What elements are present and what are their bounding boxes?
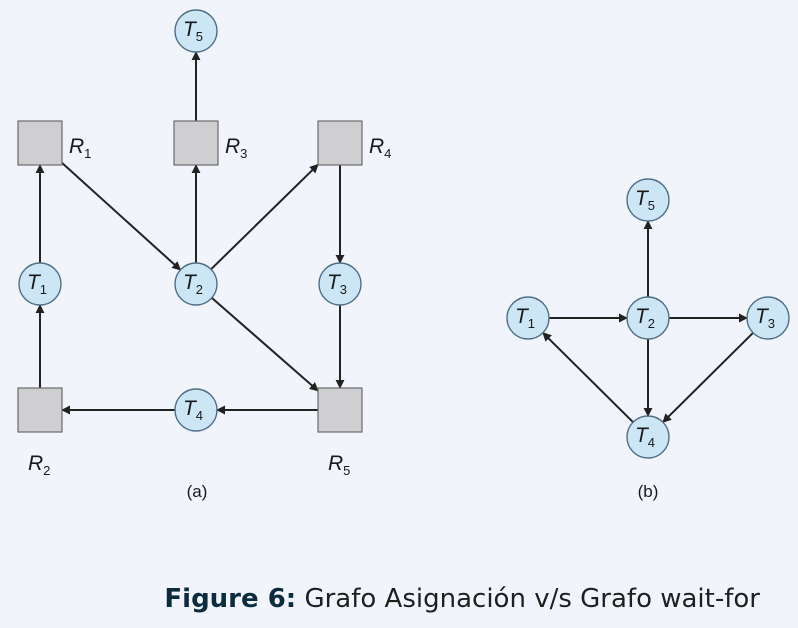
resource-node-r2: R2 <box>17 387 63 478</box>
thread-node-t4: T4 <box>174 388 218 432</box>
node-label-t1: T1 <box>27 271 47 297</box>
edge-r1-to-t2 <box>61 162 182 271</box>
thread-node-t5: T5 <box>174 9 218 53</box>
thread-node-t3: T3 <box>318 262 362 306</box>
node-label-r3: R3 <box>225 135 247 161</box>
resource-node-r5: R5 <box>317 387 363 478</box>
node-label-t3: T3 <box>755 305 775 331</box>
node-label-t2: T2 <box>635 305 655 331</box>
figure-caption-text: Grafo Asignación v/s Grafo wait-for <box>304 584 760 614</box>
panel-label-b: (b) <box>638 482 659 501</box>
edge-t3-to-t4 <box>662 332 754 423</box>
node-label-t4: T4 <box>635 424 655 450</box>
resource-node-r1: R1 <box>17 120 91 166</box>
node-label-r4: R4 <box>369 135 391 161</box>
thread-node-t3: T3 <box>746 296 790 340</box>
figure-caption: Figure 6: Grafo Asignación v/s Grafo wai… <box>0 584 798 614</box>
node-label-t4: T4 <box>183 397 203 423</box>
figure-caption-label: Figure 6: <box>164 584 297 614</box>
resource-node-r3: R3 <box>173 120 247 166</box>
node-label-t1: T1 <box>515 305 535 331</box>
node-label-r1: R1 <box>69 135 91 161</box>
allocation-graph-edges <box>35 51 345 415</box>
node-label-t5: T5 <box>183 18 203 44</box>
node-label-t2: T2 <box>183 271 203 297</box>
node-label-t5: T5 <box>635 187 655 213</box>
node-label-r2: R2 <box>28 452 50 478</box>
wait-for-graph-edges <box>542 220 754 423</box>
thread-node-t1: T1 <box>506 296 550 340</box>
node-label-t3: T3 <box>327 271 347 297</box>
thread-node-t2: T2 <box>174 262 218 306</box>
edge-t2-to-r5 <box>211 297 319 392</box>
thread-node-t1: T1 <box>18 262 62 306</box>
thread-node-t4: T4 <box>626 415 670 459</box>
resource-node-r4: R4 <box>317 120 391 166</box>
node-label-r5: R5 <box>328 452 350 478</box>
edge-t2-to-r4 <box>210 163 319 271</box>
panel-label-a: (a) <box>187 482 208 501</box>
edge-t4-to-t1 <box>542 332 634 423</box>
thread-node-t5: T5 <box>626 178 670 222</box>
thread-node-t2: T2 <box>626 296 670 340</box>
